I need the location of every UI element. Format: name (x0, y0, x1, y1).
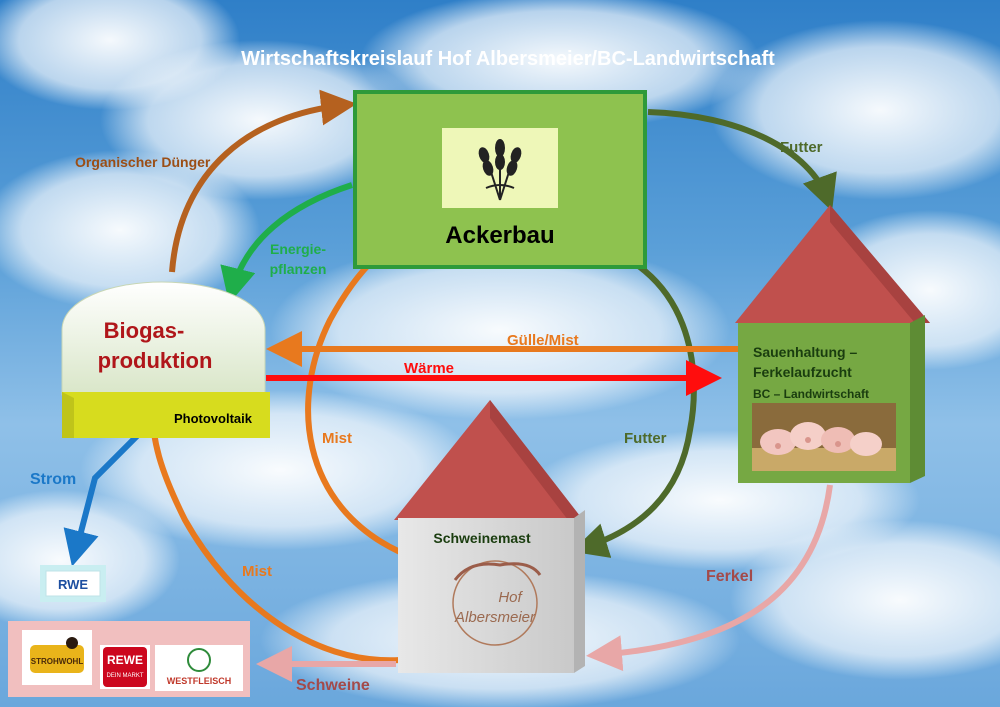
photovoltaik-label: Photovoltaik (174, 411, 253, 426)
diagram-title: Wirtschaftskreislauf Hof Albersmeier/BC-… (241, 48, 775, 70)
label-mist-outer: Mist (242, 563, 272, 580)
logo-albersmeier-text: Albersmeier (454, 609, 536, 626)
roof-sauen (735, 205, 930, 323)
node-biogas-label-2: produktion (98, 348, 213, 373)
label-organischer-duenger: Organischer Dünger (75, 154, 211, 170)
rewe-logo-subtext: DEIN MARKT (106, 673, 143, 679)
node-ackerbau-label: Ackerbau (445, 222, 554, 249)
logo-hof-text: Hof (498, 589, 523, 606)
partner-logos-box: STROHWOHL REWE DEIN MARKT WESTFLEISCH (8, 621, 250, 697)
rwe-logo: RWE (40, 565, 106, 602)
label-schweine: Schweine (296, 677, 370, 694)
node-biogas-label-1: Biogas- (104, 318, 185, 343)
westfleisch-logo-text: WESTFLEISCH (167, 676, 232, 686)
node-sauen-label-3: BC – Landwirtschaft (753, 387, 869, 401)
arrow-feed-fattening (569, 235, 697, 558)
label-mist-inner: Mist (322, 430, 352, 447)
node-schweinemast-label: Schweinemast (433, 530, 531, 546)
node-ackerbau: Ackerbau (353, 90, 647, 269)
arrow-piglets (586, 484, 833, 672)
label-futter-inner: Futter (624, 430, 667, 447)
westfleisch-logo: WESTFLEISCH (155, 645, 243, 691)
label-ferkel: Ferkel (706, 568, 753, 585)
node-biogas: Biogas- produktion Photovoltaik (61, 281, 270, 438)
label-energiepflanzen-2: pflanzen (270, 261, 327, 277)
label-energiepflanzen-1: Energie- (270, 241, 326, 257)
rewe-logo-text: REWE (107, 653, 143, 667)
arrow-feed-sows (647, 109, 837, 212)
roof-mast (394, 400, 583, 520)
hof-albersmeier-logo: Hof Albersmeier (452, 560, 542, 646)
arrow-manure-to-biogas (134, 393, 401, 664)
rwe-logo-text: RWE (58, 577, 88, 592)
rewe-logo: REWE DEIN MARKT (100, 645, 150, 689)
strohwohl-logo: STROHWOHL (22, 630, 92, 685)
node-schweinemast: Schweinemast Hof Albersmeier (394, 400, 585, 673)
label-strom: Strom (30, 471, 76, 488)
node-sauen-label-1: Sauenhaltung – (753, 344, 857, 360)
arrow-organic-fertilizer (169, 89, 357, 273)
arrow-power (63, 422, 151, 567)
wheat-icon (478, 139, 522, 201)
strohwohl-logo-text: STROHWOHL (31, 657, 84, 666)
label-waerme: Wärme (404, 360, 454, 377)
node-sauen-label-2: Ferkelaufzucht (753, 364, 852, 380)
arrow-energy-crops (220, 182, 353, 304)
node-sauenhaltung: Sauenhaltung – Ferkelaufzucht BC – Landw… (735, 205, 930, 483)
piglets-photo (752, 403, 896, 471)
label-guelle-mist: Gülle/Mist (507, 332, 579, 349)
label-futter-top: Futter (780, 139, 823, 156)
